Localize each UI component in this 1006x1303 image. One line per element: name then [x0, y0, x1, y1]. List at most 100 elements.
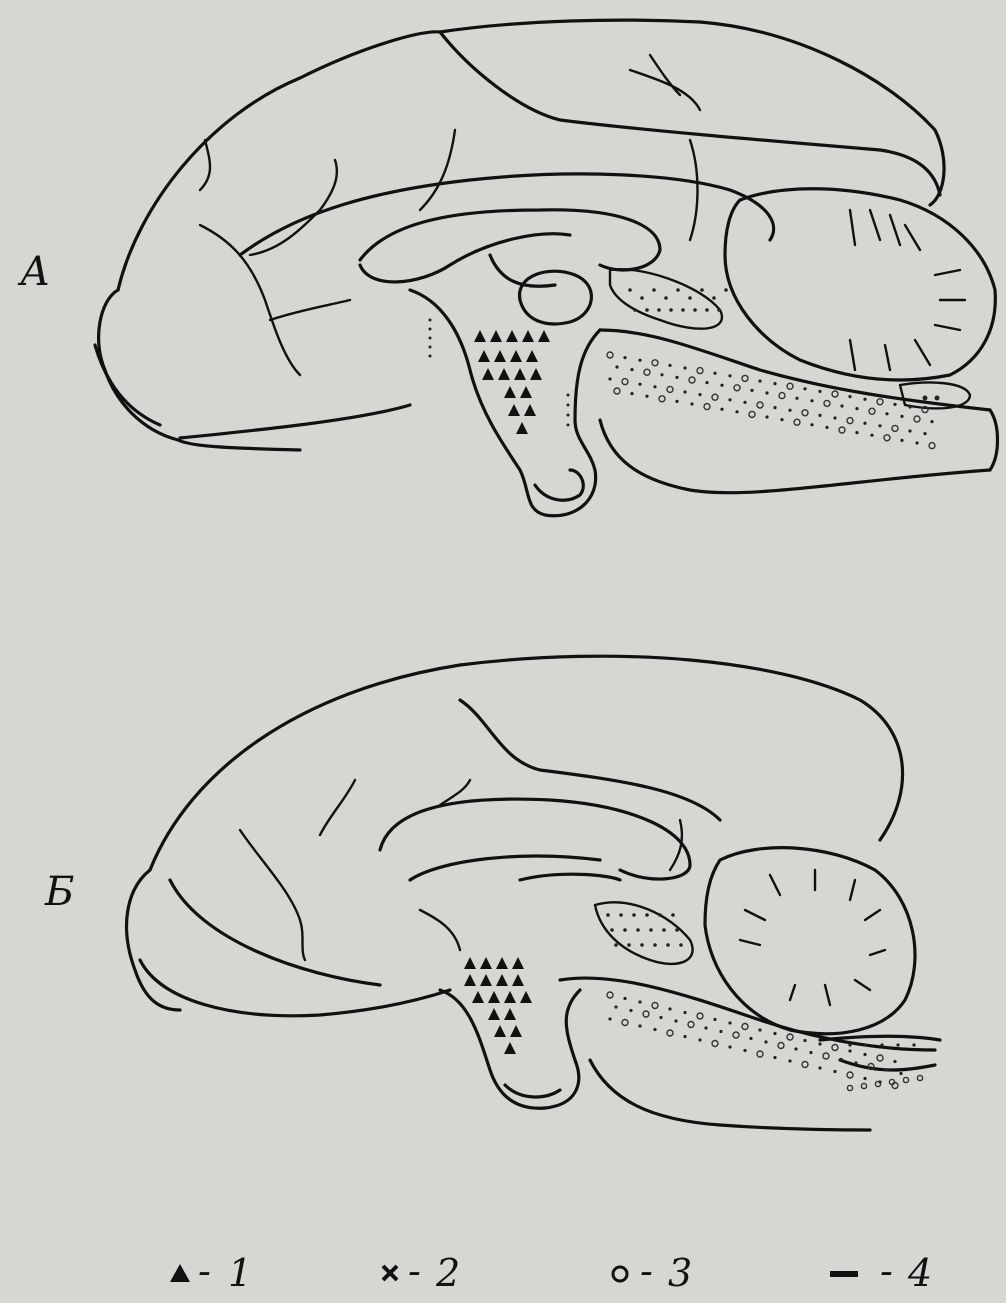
nucleus-circle-marker [712, 1041, 718, 1047]
nucleus-dot-marker [780, 418, 783, 421]
nucleus-dot-marker [705, 381, 708, 384]
nucleus-dot-marker [623, 356, 626, 359]
nucleus-triangle-marker [522, 330, 534, 342]
panel-a-hemisphere-outline [118, 20, 944, 290]
nucleus-dot-marker [728, 1021, 731, 1024]
nucleus-dot-marker [717, 308, 721, 312]
panel-a-medulla-end [990, 410, 998, 470]
nucleus-dot-marker [788, 1059, 791, 1062]
nucleus-dot-marker [630, 368, 633, 371]
nucleus-dot-marker [683, 366, 686, 369]
nucleus-circle-marker [652, 360, 658, 366]
nucleus-triangle-marker [520, 386, 532, 398]
nucleus-dot-marker [429, 355, 432, 358]
legend-item-4: - 4 [830, 1249, 932, 1295]
nucleus-dot-marker [681, 308, 685, 312]
panel-b-hemisphere-outline [150, 656, 903, 870]
nucleus-dot-marker [606, 913, 610, 917]
nucleus-dot-marker [728, 374, 731, 377]
nucleus-dot-marker [700, 288, 704, 292]
nucleus-dot-marker [908, 405, 911, 408]
nucleus-dot-marker [765, 415, 768, 418]
nucleus-dot-marker [908, 429, 911, 432]
nucleus-dot-marker [623, 928, 627, 932]
nucleus-dot-marker [893, 1060, 896, 1063]
panel-b-aqueduct [595, 902, 693, 964]
nucleus-dot-marker [630, 392, 633, 395]
nucleus-dot-marker [809, 1051, 812, 1054]
legend-number-1: 1 [228, 1251, 252, 1295]
nucleus-dot-marker [638, 1024, 641, 1027]
nucleus-dot-marker [633, 308, 637, 312]
nucleus-circle-marker [704, 404, 710, 410]
legend-separator-2: - [408, 1249, 421, 1293]
nucleus-dot-marker [668, 1007, 671, 1010]
nucleus-triangle-marker [514, 368, 526, 380]
nucleus-dot-marker [675, 400, 678, 403]
panel-a-hypothalamus-outline [410, 290, 600, 516]
nucleus-circle-marker [644, 369, 650, 375]
panel-b-sulcus-4 [420, 910, 460, 950]
nucleus-triangle-marker [504, 1042, 516, 1054]
nucleus-dot-marker [619, 913, 623, 917]
nucleus-triangle-marker [488, 1008, 500, 1020]
legend-item-3: - 3 [613, 1249, 692, 1295]
nucleus-dot-marker [675, 376, 678, 379]
nucleus-circle-marker [742, 1024, 748, 1030]
nucleus-dot-marker [773, 1032, 776, 1035]
nucleus-dot-marker [627, 943, 631, 947]
nucleus-circle-marker [824, 400, 830, 406]
nucleus-dot-marker [636, 928, 640, 932]
nucleus-dot-marker [653, 385, 656, 388]
nucleus-dot-marker [567, 394, 570, 397]
nucleus-triangle-marker [538, 330, 550, 342]
nucleus-dot-marker [884, 1068, 887, 1071]
panel-a-sulcus-5 [630, 55, 700, 110]
nucleus-dot-marker [640, 296, 644, 300]
nucleus-circle-marker [914, 416, 920, 422]
nucleus-circle-marker [622, 1020, 628, 1026]
nucleus-circle-marker [787, 383, 793, 389]
nucleus-circle-marker [839, 427, 845, 433]
nucleus-dot-marker [758, 1028, 761, 1031]
nucleus-circle-marker [875, 1081, 880, 1086]
nucleus-triangle-marker [530, 368, 542, 380]
nucleus-triangle-marker [494, 1025, 506, 1037]
nucleus-dot-marker [899, 1072, 902, 1075]
nucleus-circle-marker [643, 1011, 649, 1017]
nucleus-dot-marker [848, 1049, 851, 1052]
nucleus-triangle-marker [464, 957, 476, 969]
nucleus-triangle-marker [524, 404, 536, 416]
nucleus-dot-marker [735, 410, 738, 413]
nucleus-circle-marker [884, 435, 890, 441]
nucleus-triangle-marker [504, 1008, 516, 1020]
nucleus-circle-marker [861, 1083, 866, 1088]
nucleus-dot-marker [855, 431, 858, 434]
nucleus-circle-marker [847, 1072, 853, 1078]
nucleus-dot-marker [704, 1026, 707, 1029]
nucleus-dot-marker [683, 1011, 686, 1014]
nucleus-dot-marker [719, 1030, 722, 1033]
nucleus-dot-marker [794, 1047, 797, 1050]
nucleus-circle-marker [787, 1034, 793, 1040]
nucleus-triangle-marker [520, 991, 532, 1003]
panel-b-fornix [410, 856, 600, 880]
nucleus-circle-marker [689, 377, 695, 383]
nucleus-circle-marker [607, 992, 613, 998]
nucleus-dot-marker [698, 393, 701, 396]
nucleus-triangle-marker [496, 974, 508, 986]
nucleus-circle-marker [697, 1013, 703, 1019]
panel-a-nucleus-triangles [474, 330, 550, 434]
nucleus-circle-marker [614, 388, 620, 394]
nucleus-dot-marker [690, 402, 693, 405]
nucleus-dot-marker [640, 943, 644, 947]
nucleus-circle-marker [733, 1032, 739, 1038]
nucleus-dot-marker [795, 397, 798, 400]
panel-a-cerebellar-folia [850, 210, 965, 370]
nucleus-dot-marker [764, 1040, 767, 1043]
panel-a: А [17, 20, 998, 516]
nucleus-dot-marker [653, 943, 657, 947]
nucleus-dot-marker [629, 1009, 632, 1012]
panel-b-orbital [170, 880, 380, 985]
nucleus-dot-marker [728, 398, 731, 401]
